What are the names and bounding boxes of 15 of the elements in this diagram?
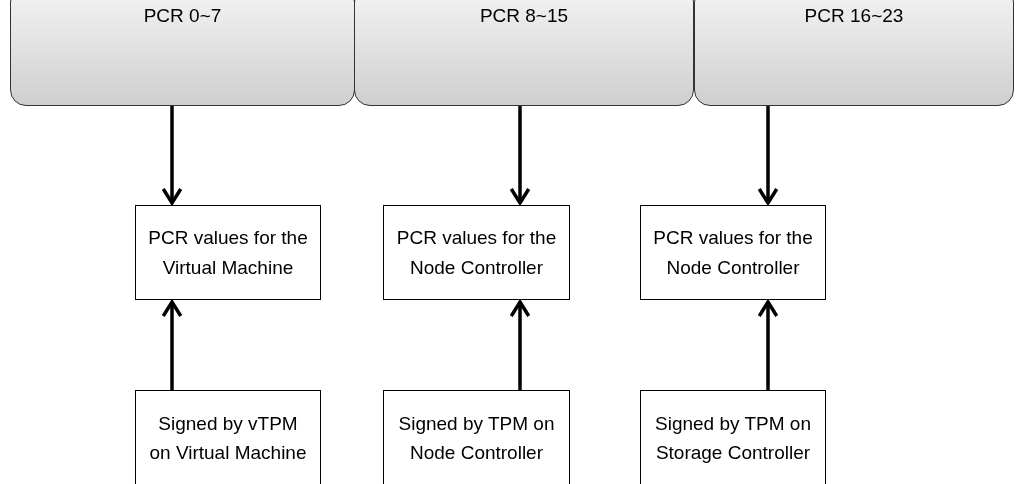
process-box: PCR values for the Virtual Machine <box>135 205 321 300</box>
process-box: PCR values for the Node Controller <box>640 205 826 300</box>
arrow <box>509 300 531 390</box>
arrow <box>161 300 183 390</box>
arrow <box>509 106 531 205</box>
process-box: PCR values for the Node Controller <box>383 205 570 300</box>
header-tab: PCR 16~23 <box>694 0 1014 106</box>
arrow <box>757 106 779 205</box>
process-box: Signed by vTPM on Virtual Machine <box>135 390 321 484</box>
header-tab: PCR 0~7 <box>10 0 355 106</box>
arrow <box>161 106 183 205</box>
header-tab: PCR 8~15 <box>354 0 694 106</box>
arrow <box>757 300 779 390</box>
process-box: Signed by TPM on Node Controller <box>383 390 570 484</box>
process-box: Signed by TPM on Storage Controller <box>640 390 826 484</box>
